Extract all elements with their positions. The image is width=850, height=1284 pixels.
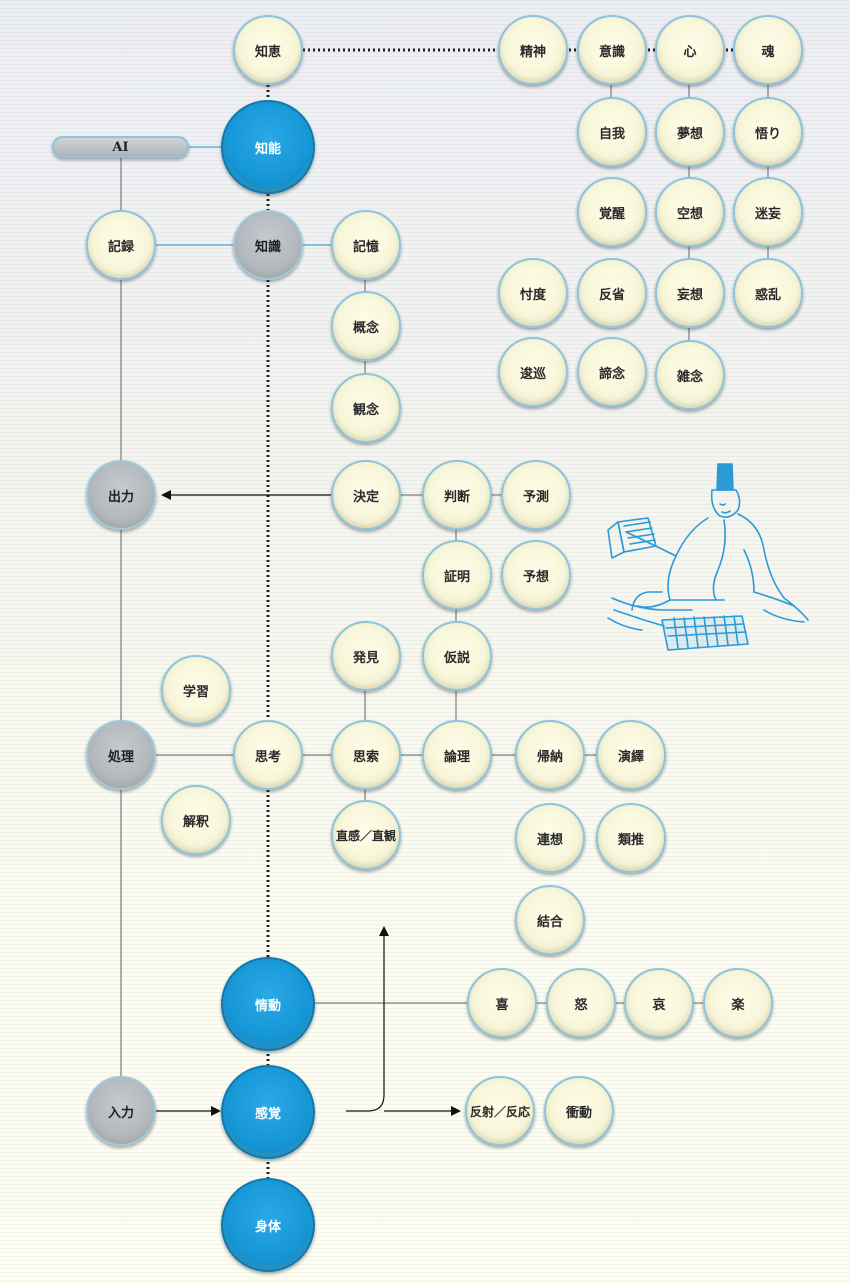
node-tamashii: 魂	[733, 15, 803, 85]
node-yosoku: 予測	[501, 460, 571, 530]
dotted-chain	[266, 48, 733, 1178]
node-shisaku: 思索	[331, 720, 401, 790]
node-shori: 処理	[86, 720, 156, 790]
node-ketsugou: 結合	[515, 885, 585, 955]
node-kioku: 記憶	[331, 210, 401, 280]
node-kakusei: 覚醒	[577, 177, 647, 247]
ai-label: AI	[52, 136, 189, 158]
node-yosou: 予想	[501, 540, 571, 610]
node-raku: 楽	[703, 968, 773, 1038]
node-gainen: 概念	[331, 291, 401, 361]
arrows	[156, 490, 461, 1116]
node-ronri: 論理	[422, 720, 492, 790]
node-kinou: 帰納	[515, 720, 585, 790]
gray-connectors	[120, 85, 769, 1078]
node-do: 怒	[546, 968, 616, 1038]
node-shoumei: 証明	[422, 540, 492, 610]
node-chie: 知恵	[233, 15, 303, 85]
node-hakken: 発見	[331, 621, 401, 691]
blue-connectors	[156, 146, 331, 246]
node-shoudou: 衝動	[544, 1076, 614, 1146]
node-ki: 喜	[467, 968, 537, 1038]
node-mousou: 妄想	[655, 258, 725, 328]
node-ai-sorrow: 哀	[624, 968, 694, 1038]
node-kasetsu: 仮説	[422, 621, 492, 691]
node-kankaku: 感覚	[221, 1065, 315, 1159]
node-ruisui: 類推	[596, 803, 666, 873]
node-chinou: 知能	[221, 100, 315, 194]
node-seishin: 精神	[498, 15, 568, 85]
node-eneki: 演繹	[596, 720, 666, 790]
node-meimou: 迷妄	[733, 177, 803, 247]
node-zatsunen: 雑念	[655, 340, 725, 410]
node-hansei: 反省	[577, 258, 647, 328]
node-kuusou: 空想	[655, 177, 725, 247]
node-kokoro: 心	[655, 15, 725, 85]
node-teinen: 諦念	[577, 337, 647, 407]
node-kannen: 観念	[331, 373, 401, 443]
scholar-with-abacus-icon	[607, 463, 809, 651]
node-ishiki: 意識	[577, 15, 647, 85]
node-chokkan: 直感／直観	[331, 800, 401, 870]
node-kettei: 決定	[331, 460, 401, 530]
node-handan: 判断	[422, 460, 492, 530]
node-kaishaku: 解釈	[161, 785, 231, 855]
node-rensou: 連想	[515, 803, 585, 873]
node-nyuuryoku: 入力	[86, 1076, 156, 1146]
node-wakuran: 惑乱	[733, 258, 803, 328]
arrow-sensation-up	[346, 926, 389, 1112]
node-gakushuu: 学習	[161, 655, 231, 725]
node-shutsuryoku: 出力	[86, 460, 156, 530]
node-satori: 悟り	[733, 97, 803, 167]
node-shunjun: 逡巡	[498, 337, 568, 407]
node-joudou: 情動	[221, 957, 315, 1051]
node-chishiki: 知識	[233, 210, 303, 280]
node-shikou: 思考	[233, 720, 303, 790]
node-shintai: 身体	[221, 1178, 315, 1272]
node-hansha: 反射／反応	[465, 1076, 535, 1146]
node-sontaku: 忖度	[498, 258, 568, 328]
node-musou: 夢想	[655, 97, 725, 167]
node-kiroku: 記録	[86, 210, 156, 280]
node-jiga: 自我	[577, 97, 647, 167]
